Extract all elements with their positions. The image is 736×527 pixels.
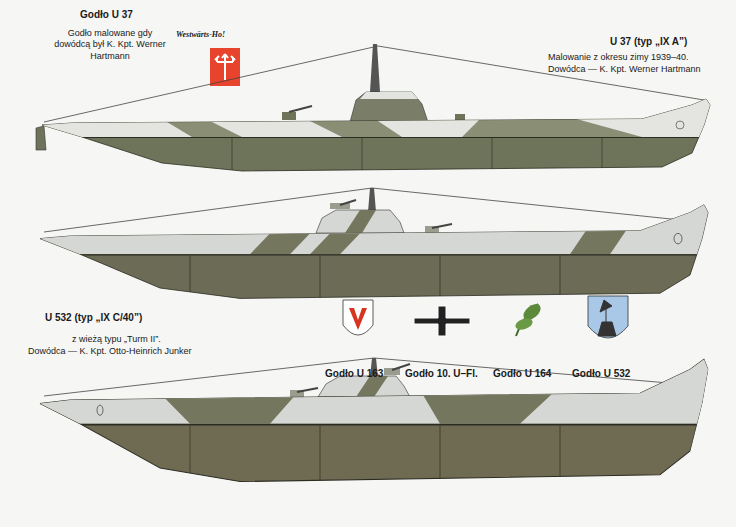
emblem-caption: Godło U 163: [325, 368, 383, 381]
emblem-caption: Godło 10. U–Fl.: [405, 368, 478, 381]
emblem-note: Godło malowane gdy dowódcą był K. Kpt. W…: [50, 28, 170, 62]
commander-note: Dowódca — K. Kpt. Werner Hartmann: [548, 64, 700, 75]
submarine-camo-b: [40, 188, 720, 298]
tower-note: z wieżą typu „Turm II”.: [72, 334, 161, 345]
submarine-u532: [40, 349, 720, 482]
motto-text: Westwärts-Ho!: [176, 30, 225, 40]
submarine-u37: [36, 44, 722, 171]
emblem-u37: [210, 48, 240, 86]
emblem-caption: Godło U 164: [493, 368, 551, 381]
emblem-title: Godło U 37: [80, 9, 133, 22]
emblems: [343, 296, 628, 338]
commander-note: Dowódca — K. Kpt. Otto-Heinrich Junker: [28, 346, 192, 357]
paint-note: Malowanie z okresu zimy 1939–40.: [548, 52, 689, 63]
emblem-caption: Godło U 532: [572, 368, 630, 381]
boat-title: U 37 (typ „IX A”): [610, 36, 687, 49]
boat-title: U 532 (typ „IX C/40”): [45, 312, 142, 325]
